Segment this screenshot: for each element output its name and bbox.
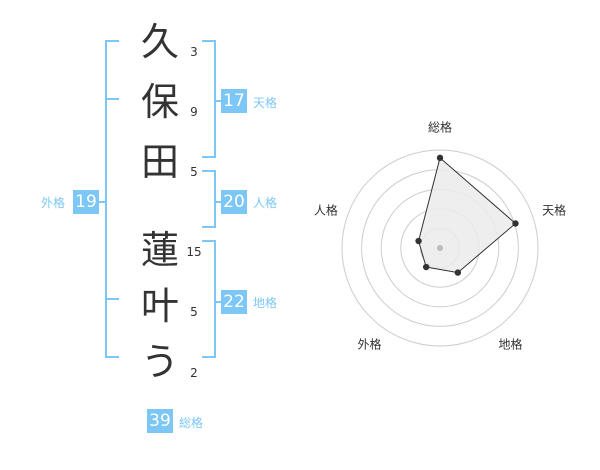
radar-point-2 — [512, 220, 519, 227]
gaikaku-bracket — [105, 40, 107, 358]
jinkaku-bracket-tick-top — [202, 170, 216, 172]
gaikaku-bracket-tick-bottom — [105, 356, 119, 358]
radar-point-4 — [422, 263, 430, 271]
radar-ring-5 — [341, 149, 539, 347]
name-char-4: 蓮 — [140, 228, 179, 272]
stroke-count-4: 15 — [186, 245, 202, 259]
radar-center-dot — [437, 245, 443, 251]
radar-axis-label-5: 人格 — [314, 202, 338, 217]
radar-point-3 — [454, 269, 462, 276]
radar-axis-label-3: 地格 — [499, 337, 523, 352]
radar-axis-label-1: 総格 — [428, 120, 452, 135]
tenkaku-badge: 17 — [221, 89, 247, 113]
stroke-count-2: 9 — [190, 105, 198, 119]
gaikaku-bracket-tick-top — [105, 40, 119, 42]
radar-area — [418, 156, 517, 274]
soukaku-badge: 39 — [147, 409, 173, 433]
name-char-6: う — [140, 340, 179, 384]
jinkaku-label: 人格 — [253, 196, 278, 210]
name-char-2: 保 — [140, 80, 179, 124]
name-char-5: 叶 — [140, 284, 179, 328]
name-char-1: 久 — [140, 20, 179, 64]
jinkaku-bracket — [214, 170, 216, 228]
radar-axis-label-4: 外格 — [357, 337, 381, 352]
chikaku-bracket-tick-top — [202, 240, 216, 242]
jinkaku-bracket-tick-bottom — [202, 226, 216, 228]
tenkaku-bracket-tick-top — [202, 40, 216, 42]
chikaku-label: 地格 — [253, 296, 278, 310]
gaikaku-label: 外格 — [41, 196, 66, 210]
gaikaku-connector — [99, 201, 105, 203]
tenkaku-bracket-tick-bottom — [202, 156, 216, 158]
radar-point-5 — [415, 237, 422, 245]
gaikaku-badge: 19 — [73, 190, 99, 214]
stroke-count-3: 5 — [190, 165, 198, 179]
tenkaku-connector — [216, 100, 221, 102]
stroke-count-6: 2 — [190, 366, 198, 380]
chikaku-connector — [216, 301, 221, 303]
gaikaku-bracket-tick-2 — [105, 98, 119, 100]
name-char-3: 田 — [140, 140, 179, 184]
jinkaku-badge: 20 — [221, 190, 247, 214]
gaikaku-bracket-tick-5 — [105, 298, 119, 300]
soukaku-label: 総格 — [179, 416, 204, 430]
chikaku-bracket-tick-bottom — [202, 356, 216, 358]
tenkaku-label: 天格 — [253, 96, 278, 110]
chikaku-badge: 22 — [221, 290, 247, 314]
chikaku-bracket — [214, 240, 216, 358]
tenkaku-bracket — [214, 40, 216, 158]
stroke-count-1: 3 — [190, 45, 198, 59]
radar-axis-label-2: 天格 — [542, 202, 566, 217]
radar-point-1 — [436, 154, 444, 162]
jinkaku-connector — [216, 201, 221, 203]
stroke-count-5: 5 — [190, 305, 198, 319]
